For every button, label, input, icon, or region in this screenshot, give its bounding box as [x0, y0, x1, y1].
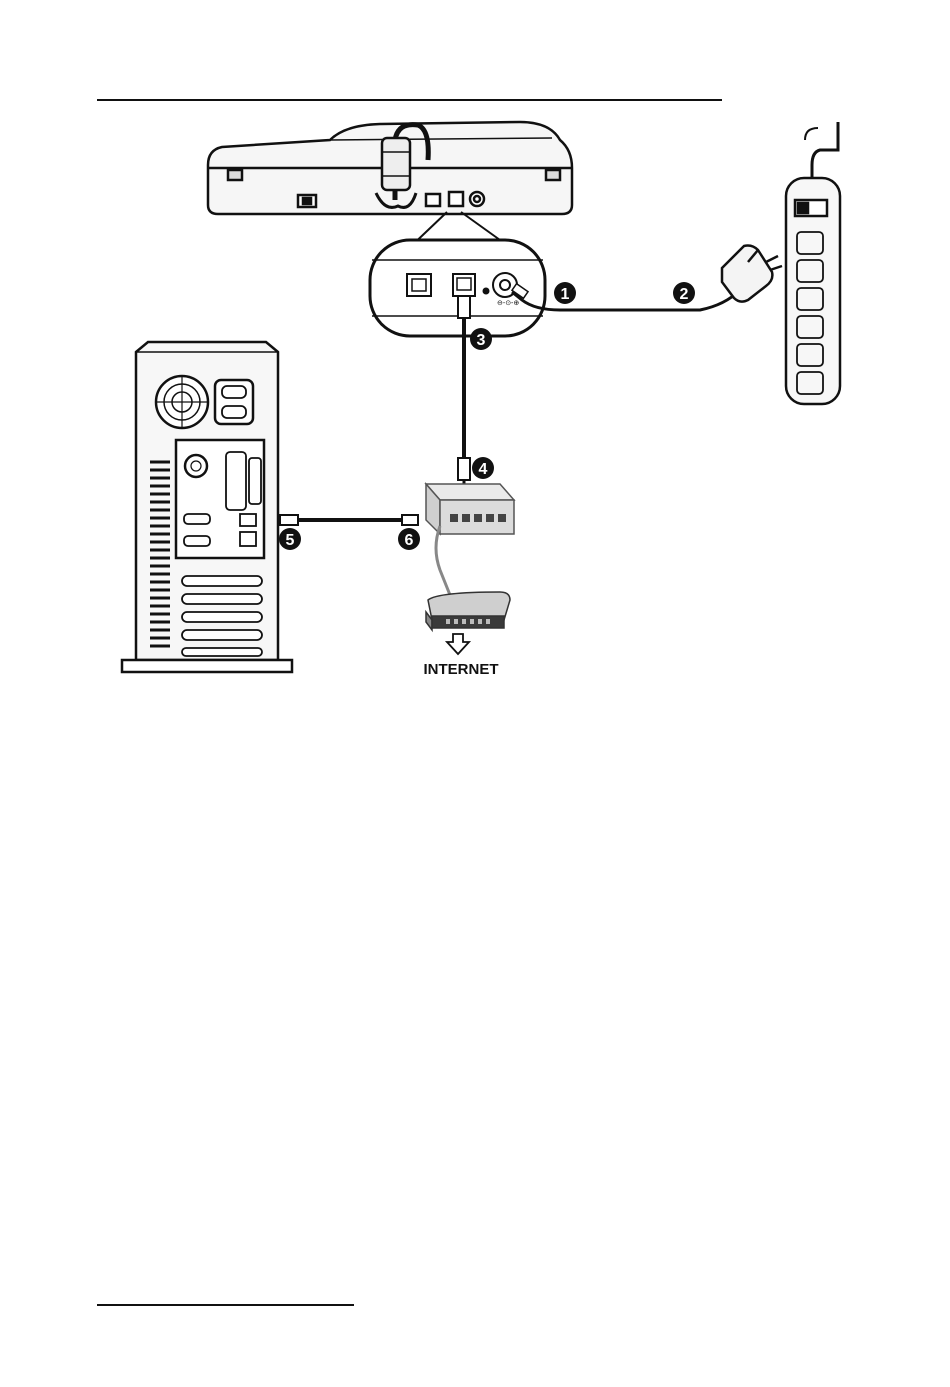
- router-cable: [436, 526, 452, 600]
- marker-5: 5: [279, 528, 301, 550]
- marker-1: 1: [554, 282, 576, 304]
- marker-2-label: 2: [680, 286, 689, 303]
- marker-5-label: 5: [286, 532, 295, 549]
- down-arrow-icon: [447, 634, 469, 654]
- computer-tower: [122, 342, 292, 672]
- marker-1-label: 1: [561, 286, 570, 303]
- marker-4-label: 4: [479, 461, 488, 478]
- zoom-line-right: [461, 212, 500, 240]
- ac-adapter: [722, 246, 782, 302]
- marker-6: 6: [398, 528, 420, 550]
- marker-3: 3: [470, 328, 492, 350]
- marker-3-label: 3: [477, 332, 486, 349]
- internet-label: INTERNET: [424, 661, 499, 678]
- scanner-device: [208, 122, 572, 214]
- marker-2: 2: [673, 282, 695, 304]
- router-device: [426, 592, 510, 630]
- ethernet-cable-computer: [280, 515, 418, 525]
- svg-text:⊖-⊙-⊕: ⊖-⊙-⊕: [497, 300, 519, 307]
- marker-6-label: 6: [405, 532, 414, 549]
- marker-4: 4: [472, 457, 494, 479]
- power-strip: [786, 122, 840, 404]
